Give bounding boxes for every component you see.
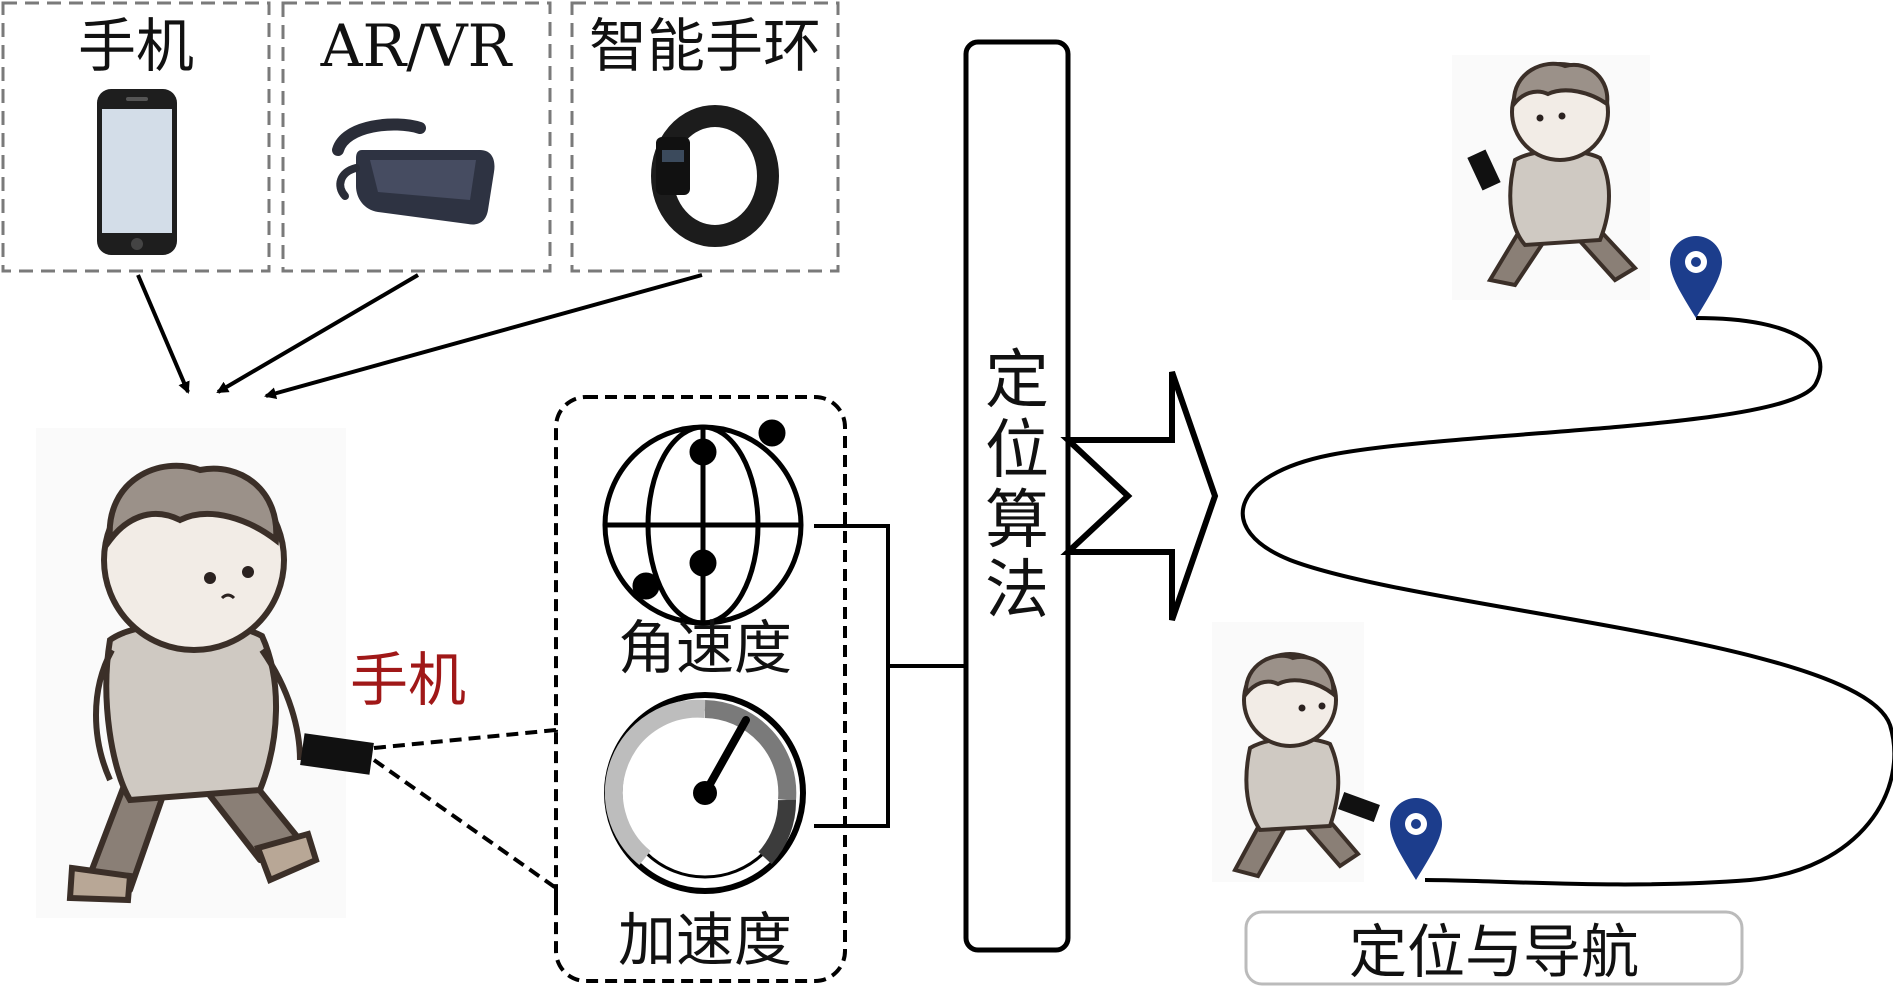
small-walking-person-top — [1452, 55, 1650, 300]
location-pin-icon — [1390, 798, 1442, 880]
sensor-bracket — [814, 524, 966, 828]
algorithm-char-2: 位 — [985, 414, 1049, 488]
gyro-label: 角速度 — [618, 614, 792, 682]
algorithm-block: 定 位 算 法 — [963, 39, 1071, 953]
algorithm-char-4: 法 — [985, 554, 1049, 628]
algorithm-char-1: 定 — [985, 344, 1049, 418]
accelerometer-gauge-icon — [604, 692, 806, 894]
smartphone-icon — [97, 89, 177, 255]
trajectory-path — [1240, 316, 1893, 887]
device-label-vr: AR/VR — [320, 12, 514, 80]
gyroscope-icon — [602, 419, 804, 626]
phone-sensor-connectors — [372, 718, 558, 905]
arrow-band — [264, 273, 703, 400]
vr-headset-icon — [332, 118, 495, 225]
held-phone-icon — [300, 733, 374, 775]
device-label-band: 智能手环 — [589, 12, 821, 80]
person-phone-label: 手机 — [350, 646, 466, 714]
device-label-phone: 手机 — [78, 12, 194, 80]
device-box-phone: 手机 — [1, 1, 271, 273]
location-pin-icon — [1670, 236, 1722, 318]
arrow-vr — [216, 273, 420, 394]
device-box-band: 智能手环 — [570, 1, 840, 273]
walking-person-figure — [36, 428, 374, 918]
device-arrows — [136, 273, 703, 400]
arrow-phone — [136, 274, 190, 394]
algorithm-char-3: 算 — [985, 484, 1049, 558]
small-walking-person-bottom — [1212, 622, 1380, 882]
accel-label: 加速度 — [618, 906, 792, 974]
output-label-box: 定位与导航 — [1244, 910, 1744, 986]
output-label: 定位与导航 — [1349, 918, 1639, 986]
device-box-vr: AR/VR — [281, 1, 552, 273]
smart-band-icon — [651, 105, 779, 247]
output-arrow — [1060, 371, 1219, 621]
sensor-box: 角速度 加速度 — [554, 395, 847, 983]
